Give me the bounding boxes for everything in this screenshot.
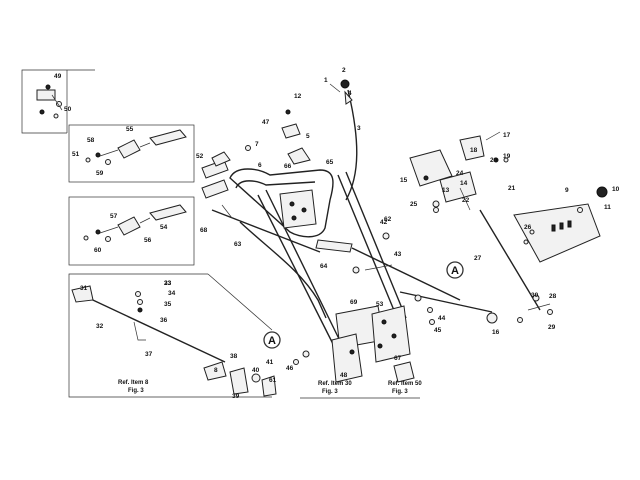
callout-label: 29	[548, 324, 556, 331]
callout-label: 53	[376, 301, 384, 308]
inset-box-2	[68, 196, 195, 266]
callout-label: 51	[72, 151, 80, 158]
caption-right-line2: Fig. 3	[392, 389, 408, 395]
callout-label: 45	[434, 327, 442, 334]
callout-label: 18	[470, 147, 478, 154]
callout-label: 37	[145, 351, 153, 358]
callout-label: 61	[269, 377, 277, 384]
callout-label: 31	[80, 285, 88, 292]
callout-label: 46	[286, 365, 294, 372]
callout-label: 60	[94, 247, 102, 254]
callout-label: 62	[384, 216, 392, 223]
callout-label: 16	[492, 329, 500, 336]
callout-label: 34	[168, 290, 176, 297]
callout-label: 66	[284, 163, 292, 170]
callout-label: 23	[164, 280, 172, 287]
inset-box-1	[68, 124, 195, 183]
callout-label: 41	[266, 359, 274, 366]
callout-label: 36	[160, 317, 168, 324]
callout-label: 54	[160, 224, 168, 231]
callout-label: 48	[340, 372, 348, 379]
callout-label: 1	[324, 77, 328, 84]
callout-label: 59	[96, 170, 104, 177]
chute-plate	[513, 186, 608, 323]
callout-label: 3	[357, 125, 361, 132]
callout-label: 50	[64, 106, 72, 113]
marker-a-right-label: A	[451, 265, 459, 277]
callout-label: 68	[200, 227, 208, 234]
callout-label: 15	[400, 177, 408, 184]
upper-right-bracket	[409, 131, 541, 311]
callout-label: 19	[503, 153, 511, 160]
caption-right-line1: Ref. Item 50	[388, 381, 422, 387]
callout-label: 5	[306, 133, 310, 140]
callout-label: 63	[234, 241, 242, 248]
callout-label: 30	[531, 292, 539, 299]
callout-labels: 1 2 3 4 5 6 7 8 9 10 11 12 13 14 15 16 1…	[54, 67, 620, 400]
inset-box-3	[68, 273, 277, 398]
callout-label: 6	[258, 162, 262, 169]
marker-a-right: A	[446, 261, 464, 279]
callout-label: 67	[394, 355, 402, 362]
callout-label: 21	[508, 185, 516, 192]
callout-label: 26	[524, 224, 532, 231]
callout-label: 32	[96, 323, 104, 330]
callout-label: 8	[214, 367, 218, 374]
callout-label: 28	[549, 293, 557, 300]
callout-label: 43	[394, 251, 402, 258]
callout-label: 20	[490, 157, 498, 164]
callout-label: 47	[262, 119, 270, 126]
callout-label: 2	[342, 67, 346, 74]
callout-label: 64	[320, 263, 328, 270]
caption-left-line1: Ref. Item 8	[118, 380, 149, 386]
callout-label: 42	[380, 219, 388, 226]
callout-label: 4	[348, 90, 352, 97]
control-plates	[293, 294, 435, 399]
callout-label: 35	[164, 301, 172, 308]
callout-label: 24	[456, 170, 464, 177]
callout-label: 39	[232, 393, 240, 400]
callout-label: 10	[612, 186, 620, 193]
marker-a-left: A	[263, 331, 281, 349]
callout-label: 11	[604, 204, 611, 211]
callout-label: 49	[54, 73, 62, 80]
callout-label: 27	[474, 255, 482, 262]
callout-label: 13	[442, 187, 450, 194]
callout-label: 58	[87, 137, 95, 144]
inset-top-left	[21, 69, 95, 134]
caption-left-line2: Fig. 3	[128, 388, 144, 394]
callout-label: 52	[196, 153, 204, 160]
callout-label: 12	[294, 93, 302, 100]
caption-center-line2: Fig. 3	[322, 389, 338, 395]
callout-label: 22	[462, 197, 470, 204]
callout-label: 56	[144, 237, 152, 244]
callout-label: 14	[460, 180, 468, 187]
callout-label: 55	[126, 126, 134, 133]
marker-a-left-label: A	[268, 335, 276, 347]
callout-label: 17	[503, 132, 511, 139]
caption-center-line1: Ref. Item 30	[318, 381, 352, 387]
callout-label: 65	[326, 159, 334, 166]
callout-label: 40	[252, 367, 260, 374]
callout-label: 57	[110, 213, 118, 220]
callout-label: 69	[350, 299, 358, 306]
handle-assembly	[201, 79, 498, 349]
callout-label: 25	[410, 201, 418, 208]
callout-label: 44	[438, 315, 446, 322]
callout-label: 38	[230, 353, 238, 360]
callout-label: 9	[565, 187, 569, 194]
callout-label: 7	[255, 141, 259, 148]
callout-label: 33	[164, 280, 172, 287]
